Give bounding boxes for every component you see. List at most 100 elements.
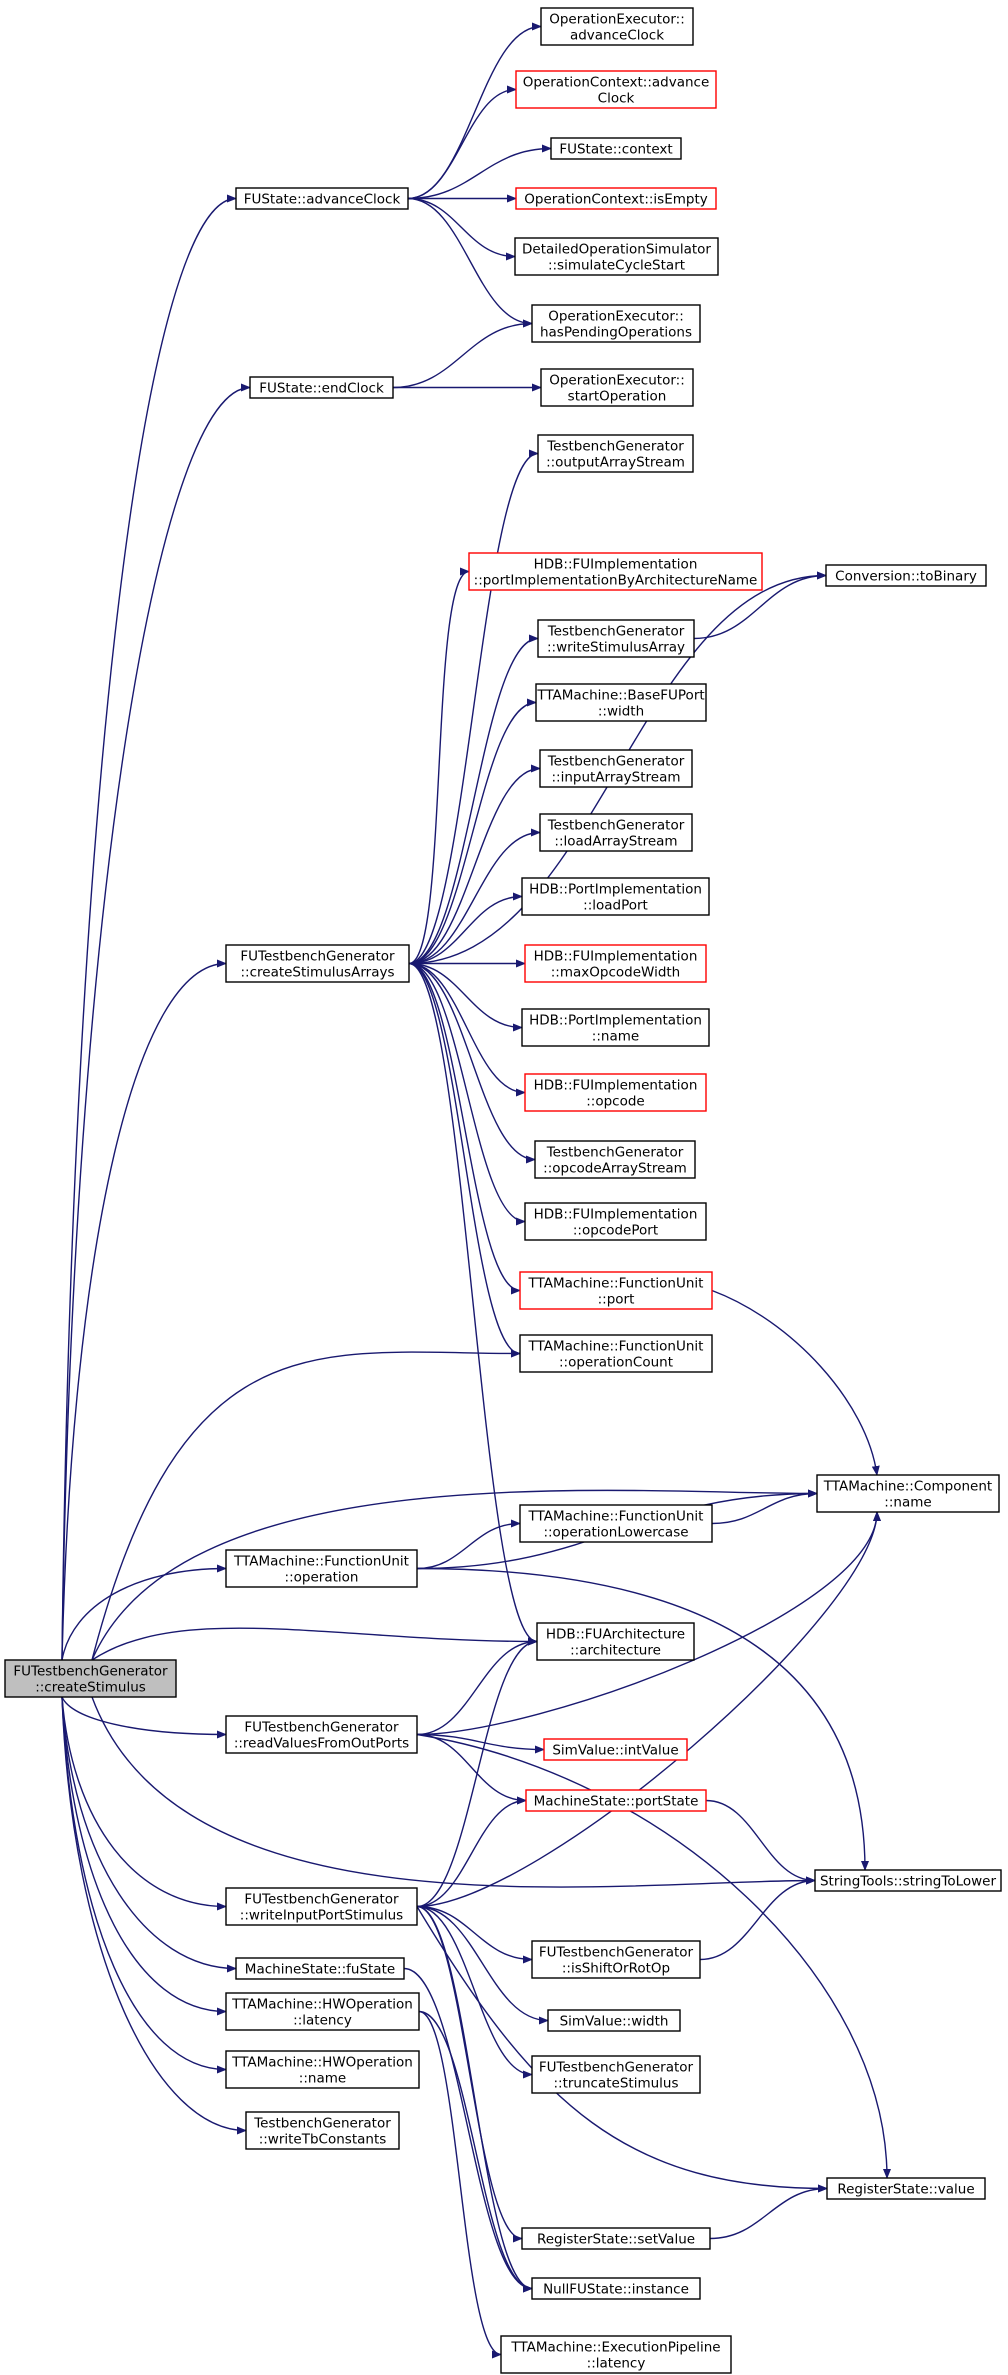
node-box <box>547 2009 681 2032</box>
node-box <box>825 564 987 587</box>
edge-adv-to-oehas <box>407 197 533 328</box>
node-msfu[interactable]: MachineState::fuState <box>235 1957 405 1980</box>
node-svint[interactable]: SimValue::intValue <box>543 1738 688 1761</box>
node-wtbc[interactable]: TestbenchGenerator::writeTbConstants <box>245 2111 400 2150</box>
edge-wips-to-isshift <box>416 1905 533 1964</box>
edge-csa-to-bfuw <box>408 698 537 965</box>
node-oehas[interactable]: OperationExecutor::hasPendingOperations <box>531 304 701 343</box>
node-label-line: TestbenchGenerator <box>547 624 685 640</box>
edge-wips-to-rsset <box>416 1905 523 2243</box>
node-trunc[interactable]: FUTestbenchGenerator::truncateStimulus <box>531 2055 701 2094</box>
node-label-line: ::opcode <box>586 1094 644 1110</box>
node-fuiop[interactable]: HDB::FUImplementation::opcode <box>524 1073 707 1112</box>
edge-csa-to-fuopc <box>408 962 521 1358</box>
node-label-line: ::isShiftOrRotOp <box>562 1961 670 1977</box>
node-label-line: SimValue::width <box>560 2014 669 2030</box>
node-msport[interactable]: MachineState::portState <box>525 1789 707 1812</box>
node-label-line: HDB::FUImplementation <box>534 949 698 965</box>
node-svwidth[interactable]: SimValue::width <box>547 2009 681 2032</box>
node-box <box>537 434 694 473</box>
node-box <box>514 237 719 276</box>
node-label-line: FUTestbenchGenerator <box>539 2060 694 2076</box>
node-eplat[interactable]: TTAMachine::ExecutionPipeline::latency <box>500 2335 732 2374</box>
node-tgout[interactable]: TestbenchGenerator::outputArrayStream <box>537 434 694 473</box>
node-tgin[interactable]: TestbenchGenerator::inputArrayStream <box>539 749 693 788</box>
edge-root-to-fuarch <box>91 1627 538 1661</box>
node-label-line: TestbenchGenerator <box>547 818 685 834</box>
node-ocempty[interactable]: OperationContext::isEmpty <box>515 187 717 210</box>
node-oeadv[interactable]: OperationExecutor::advanceClock <box>540 7 694 46</box>
node-ocadv[interactable]: OperationContext::advanceClock <box>515 70 717 109</box>
node-label-line: ::architecture <box>570 1643 661 1659</box>
node-box <box>543 1738 688 1761</box>
node-adv[interactable]: FUState::advanceClock <box>235 187 409 210</box>
edge-root-to-fuopc <box>91 1349 521 1661</box>
node-box <box>225 2050 420 2089</box>
node-box <box>225 1992 420 2031</box>
node-label-line: FUTestbenchGenerator <box>244 1892 399 1908</box>
node-stlow[interactable]: StringTools::stringToLower <box>814 1869 1002 1892</box>
node-fuiopp[interactable]: HDB::FUImplementation::opcodePort <box>524 1202 707 1241</box>
node-root[interactable]: FUTestbenchGenerator::createStimulus <box>4 1659 177 1698</box>
node-fuimax[interactable]: HDB::FUImplementation::maxOpcodeWidth <box>524 944 707 983</box>
node-label-line: ::width <box>598 704 644 720</box>
node-fuoplc[interactable]: TTAMachine::FunctionUnit::operationLower… <box>519 1504 713 1543</box>
node-fuop[interactable]: TTAMachine::FunctionUnit::operation <box>225 1549 418 1588</box>
node-tgwsa[interactable]: TestbenchGenerator::writeStimulusArray <box>537 619 695 658</box>
node-dos[interactable]: DetailedOperationSimulator::simulateCycl… <box>514 237 719 276</box>
node-label-line: ::writeTbConstants <box>259 2132 387 2148</box>
node-box <box>531 1940 701 1979</box>
node-wips[interactable]: FUTestbenchGenerator::writeInputPortStim… <box>225 1887 418 1926</box>
node-oestart[interactable]: OperationExecutor::startOperation <box>540 368 694 407</box>
edge-root-to-stlow <box>91 1696 816 1888</box>
edge-adv-to-oeadv <box>407 22 542 200</box>
node-label-line: OperationContext::advance <box>523 75 710 91</box>
node-fusctx[interactable]: FUState::context <box>550 137 682 160</box>
node-bfuw[interactable]: TTAMachine::BaseFUPort::width <box>535 683 707 722</box>
node-label-line: ::outputArrayStream <box>546 455 685 471</box>
edge-root-to-rvop <box>61 1696 227 1739</box>
edge-fuop-to-fuoplc <box>416 1519 521 1570</box>
node-label-line: ::operationCount <box>559 1355 673 1371</box>
node-nullfu[interactable]: NullFUState::instance <box>531 2277 701 2300</box>
node-label-line: TTAMachine::FunctionUnit <box>233 1554 409 1570</box>
node-rvop[interactable]: FUTestbenchGenerator::readValuesFromOutP… <box>225 1715 418 1754</box>
node-tgopc[interactable]: TestbenchGenerator::opcodeArrayStream <box>534 1140 696 1179</box>
node-end[interactable]: FUState::endClock <box>249 376 394 399</box>
node-hwlat[interactable]: TTAMachine::HWOperation::latency <box>225 1992 420 2031</box>
node-box <box>519 1271 713 1310</box>
node-label-line: ::writeStimulusArray <box>547 640 685 656</box>
node-rsval[interactable]: RegisterState::value <box>826 2177 986 2200</box>
node-label-line: FUState::context <box>559 142 672 158</box>
edge-root-to-fuop <box>61 1564 227 1661</box>
node-label-line: TestbenchGenerator <box>547 754 685 770</box>
edge-csa-to-fuiopp <box>408 962 526 1226</box>
node-box <box>524 1073 707 1112</box>
node-fuarch[interactable]: HDB::FUArchitecture::architecture <box>536 1622 695 1661</box>
node-label-line: TestbenchGenerator <box>546 1145 684 1161</box>
node-box <box>816 1474 1000 1513</box>
node-tgload[interactable]: TestbenchGenerator::loadArrayStream <box>539 813 693 852</box>
node-label-line: ::createStimulusArrays <box>240 965 394 981</box>
node-hdbpi[interactable]: HDB::FUImplementation::portImplementatio… <box>468 552 763 591</box>
node-box <box>539 749 693 788</box>
node-piname[interactable]: HDB::PortImplementation::name <box>521 1008 710 1047</box>
edge-root-to-end <box>61 383 251 1661</box>
node-label-line: ::opcodePort <box>573 1223 658 1239</box>
node-conv[interactable]: Conversion::toBinary <box>825 564 987 587</box>
node-fuport[interactable]: TTAMachine::FunctionUnit::port <box>519 1271 713 1310</box>
node-compname[interactable]: TTAMachine::Component::name <box>816 1474 1000 1513</box>
node-rsset[interactable]: RegisterState::setValue <box>521 2227 711 2250</box>
edge-root-to-wtbc <box>61 1696 247 2135</box>
node-fuopc[interactable]: TTAMachine::FunctionUnit::operationCount <box>519 1334 713 1373</box>
node-pilp[interactable]: HDB::PortImplementation::loadPort <box>521 877 710 916</box>
node-isshift[interactable]: FUTestbenchGenerator::isShiftOrRotOp <box>531 1940 701 1979</box>
node-label-line: OperationContext::isEmpty <box>524 192 707 208</box>
node-csa[interactable]: FUTestbenchGenerator::createStimulusArra… <box>225 944 410 983</box>
node-label-line: TestbenchGenerator <box>546 439 684 455</box>
node-hwname[interactable]: TTAMachine::HWOperation::name <box>225 2050 420 2089</box>
edge-rsset-to-rsval <box>709 2184 828 2240</box>
node-box <box>537 619 695 658</box>
node-label-line: ::operation <box>285 1570 359 1586</box>
edge-tgwsa-to-conv <box>693 571 827 640</box>
